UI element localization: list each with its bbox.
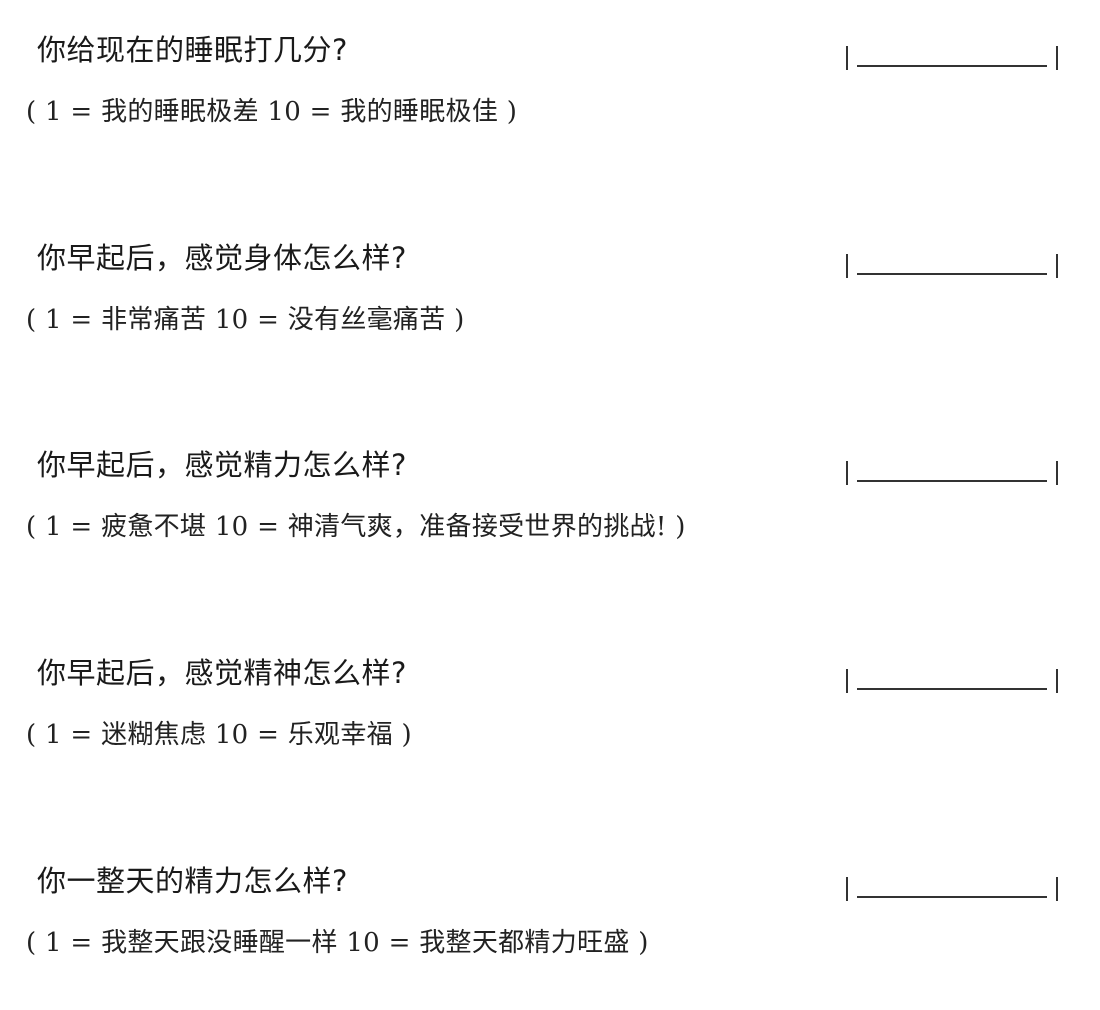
answer-blank[interactable]: [846, 242, 1058, 278]
answer-left-bar: [846, 669, 848, 693]
question-item-sleep-score: 你给现在的睡眠打几分? ( 1 = 我的睡眠极差 10 = 我的睡眠极佳 ): [0, 30, 1100, 150]
answer-underline: [857, 896, 1047, 898]
answer-right-bar: [1056, 461, 1058, 485]
answer-blank[interactable]: [846, 657, 1058, 693]
scale-description: ( 1 = 迷糊焦虑 10 = 乐观幸福 ): [26, 720, 412, 750]
scale-description: ( 1 = 我整天跟没睡醒一样 10 = 我整天都精力旺盛 ): [26, 928, 649, 958]
answer-left-bar: [846, 254, 848, 278]
scale-description: ( 1 = 我的睡眠极差 10 = 我的睡眠极佳 ): [26, 97, 518, 127]
question-text: 你早起后，感觉身体怎么样?: [37, 241, 407, 275]
answer-left-bar: [846, 46, 848, 70]
answer-underline: [857, 65, 1047, 67]
scale-description: ( 1 = 疲惫不堪 10 = 神清气爽，准备接受世界的挑战! ): [26, 512, 686, 542]
answer-right-bar: [1056, 877, 1058, 901]
question-text: 你给现在的睡眠打几分?: [37, 33, 348, 67]
answer-left-bar: [846, 461, 848, 485]
answer-underline: [857, 688, 1047, 690]
question-item-energy-feeling: 你早起后，感觉精力怎么样? ( 1 = 疲惫不堪 10 = 神清气爽，准备接受世…: [0, 445, 1100, 565]
question-item-mental-feeling: 你早起后，感觉精神怎么样? ( 1 = 迷糊焦虑 10 = 乐观幸福 ): [0, 653, 1100, 773]
answer-right-bar: [1056, 46, 1058, 70]
question-item-body-feeling: 你早起后，感觉身体怎么样? ( 1 = 非常痛苦 10 = 没有丝毫痛苦 ): [0, 238, 1100, 358]
answer-underline: [857, 480, 1047, 482]
answer-right-bar: [1056, 254, 1058, 278]
scale-description: ( 1 = 非常痛苦 10 = 没有丝毫痛苦 ): [26, 305, 465, 335]
answer-underline: [857, 273, 1047, 275]
question-text: 你一整天的精力怎么样?: [37, 864, 348, 898]
question-text: 你早起后，感觉精神怎么样?: [37, 656, 407, 690]
answer-right-bar: [1056, 669, 1058, 693]
answer-blank[interactable]: [846, 865, 1058, 901]
answer-blank[interactable]: [846, 34, 1058, 70]
question-text: 你早起后，感觉精力怎么样?: [37, 448, 407, 482]
question-item-daily-energy: 你一整天的精力怎么样? ( 1 = 我整天跟没睡醒一样 10 = 我整天都精力旺…: [0, 861, 1100, 981]
answer-left-bar: [846, 877, 848, 901]
answer-blank[interactable]: [846, 449, 1058, 485]
